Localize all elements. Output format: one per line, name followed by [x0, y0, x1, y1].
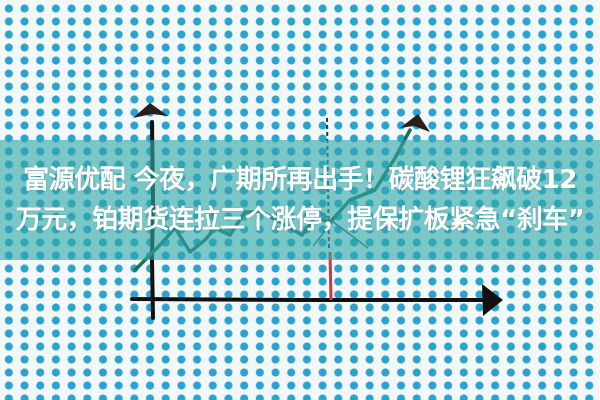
headline-banner — [0, 140, 600, 260]
x-axis-line — [130, 297, 492, 302]
y-axis-arrowhead-icon — [133, 103, 168, 118]
x-axis-arrowhead-icon — [482, 284, 503, 316]
trend-arrowhead-icon — [400, 114, 430, 132]
headline-line-2: 万元，铂期货连拉三个涨停，提保扩板紧急“刹车” — [15, 205, 585, 235]
red-marker-line — [328, 251, 333, 301]
headline-line-1: 富源优配 今夜，广期所再出手！碳酸锂狂飙破12 — [23, 165, 577, 195]
headline-text: 富源优配 今夜，广期所再出手！碳酸锂狂飙破12 万元，铂期货连拉三个涨停，提保扩… — [0, 160, 600, 240]
